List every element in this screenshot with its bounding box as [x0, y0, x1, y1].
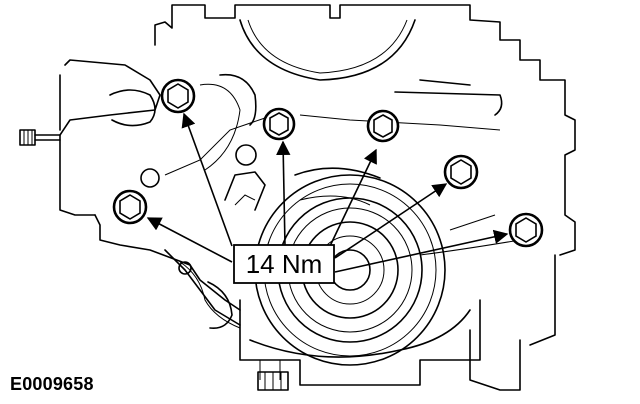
bolt-top-left[interactable]	[160, 78, 196, 114]
bolt-right-lower[interactable]	[508, 212, 544, 248]
engine-block-outline	[19, 4, 576, 391]
bolt-left[interactable]	[112, 189, 148, 225]
arrow-to-bolt-right-upper	[334, 183, 448, 259]
arrow-to-bolt-top-center	[276, 140, 291, 247]
bolt-right-upper[interactable]	[443, 154, 479, 190]
torque-label: 14 Nm	[246, 249, 323, 279]
leader-arrows	[146, 112, 509, 273]
figure-id: E0009658	[10, 374, 94, 394]
bolt-top-center[interactable]	[262, 107, 296, 141]
arrow-to-bolt-right-lower	[334, 229, 509, 273]
torque-callout: 14 Nm	[233, 244, 335, 284]
arrow-to-bolt-left	[146, 217, 233, 263]
arrow-to-bolt-top-right	[329, 148, 377, 247]
arrow-to-bolt-top-left	[181, 112, 233, 247]
bolt-top-right[interactable]	[366, 109, 400, 143]
